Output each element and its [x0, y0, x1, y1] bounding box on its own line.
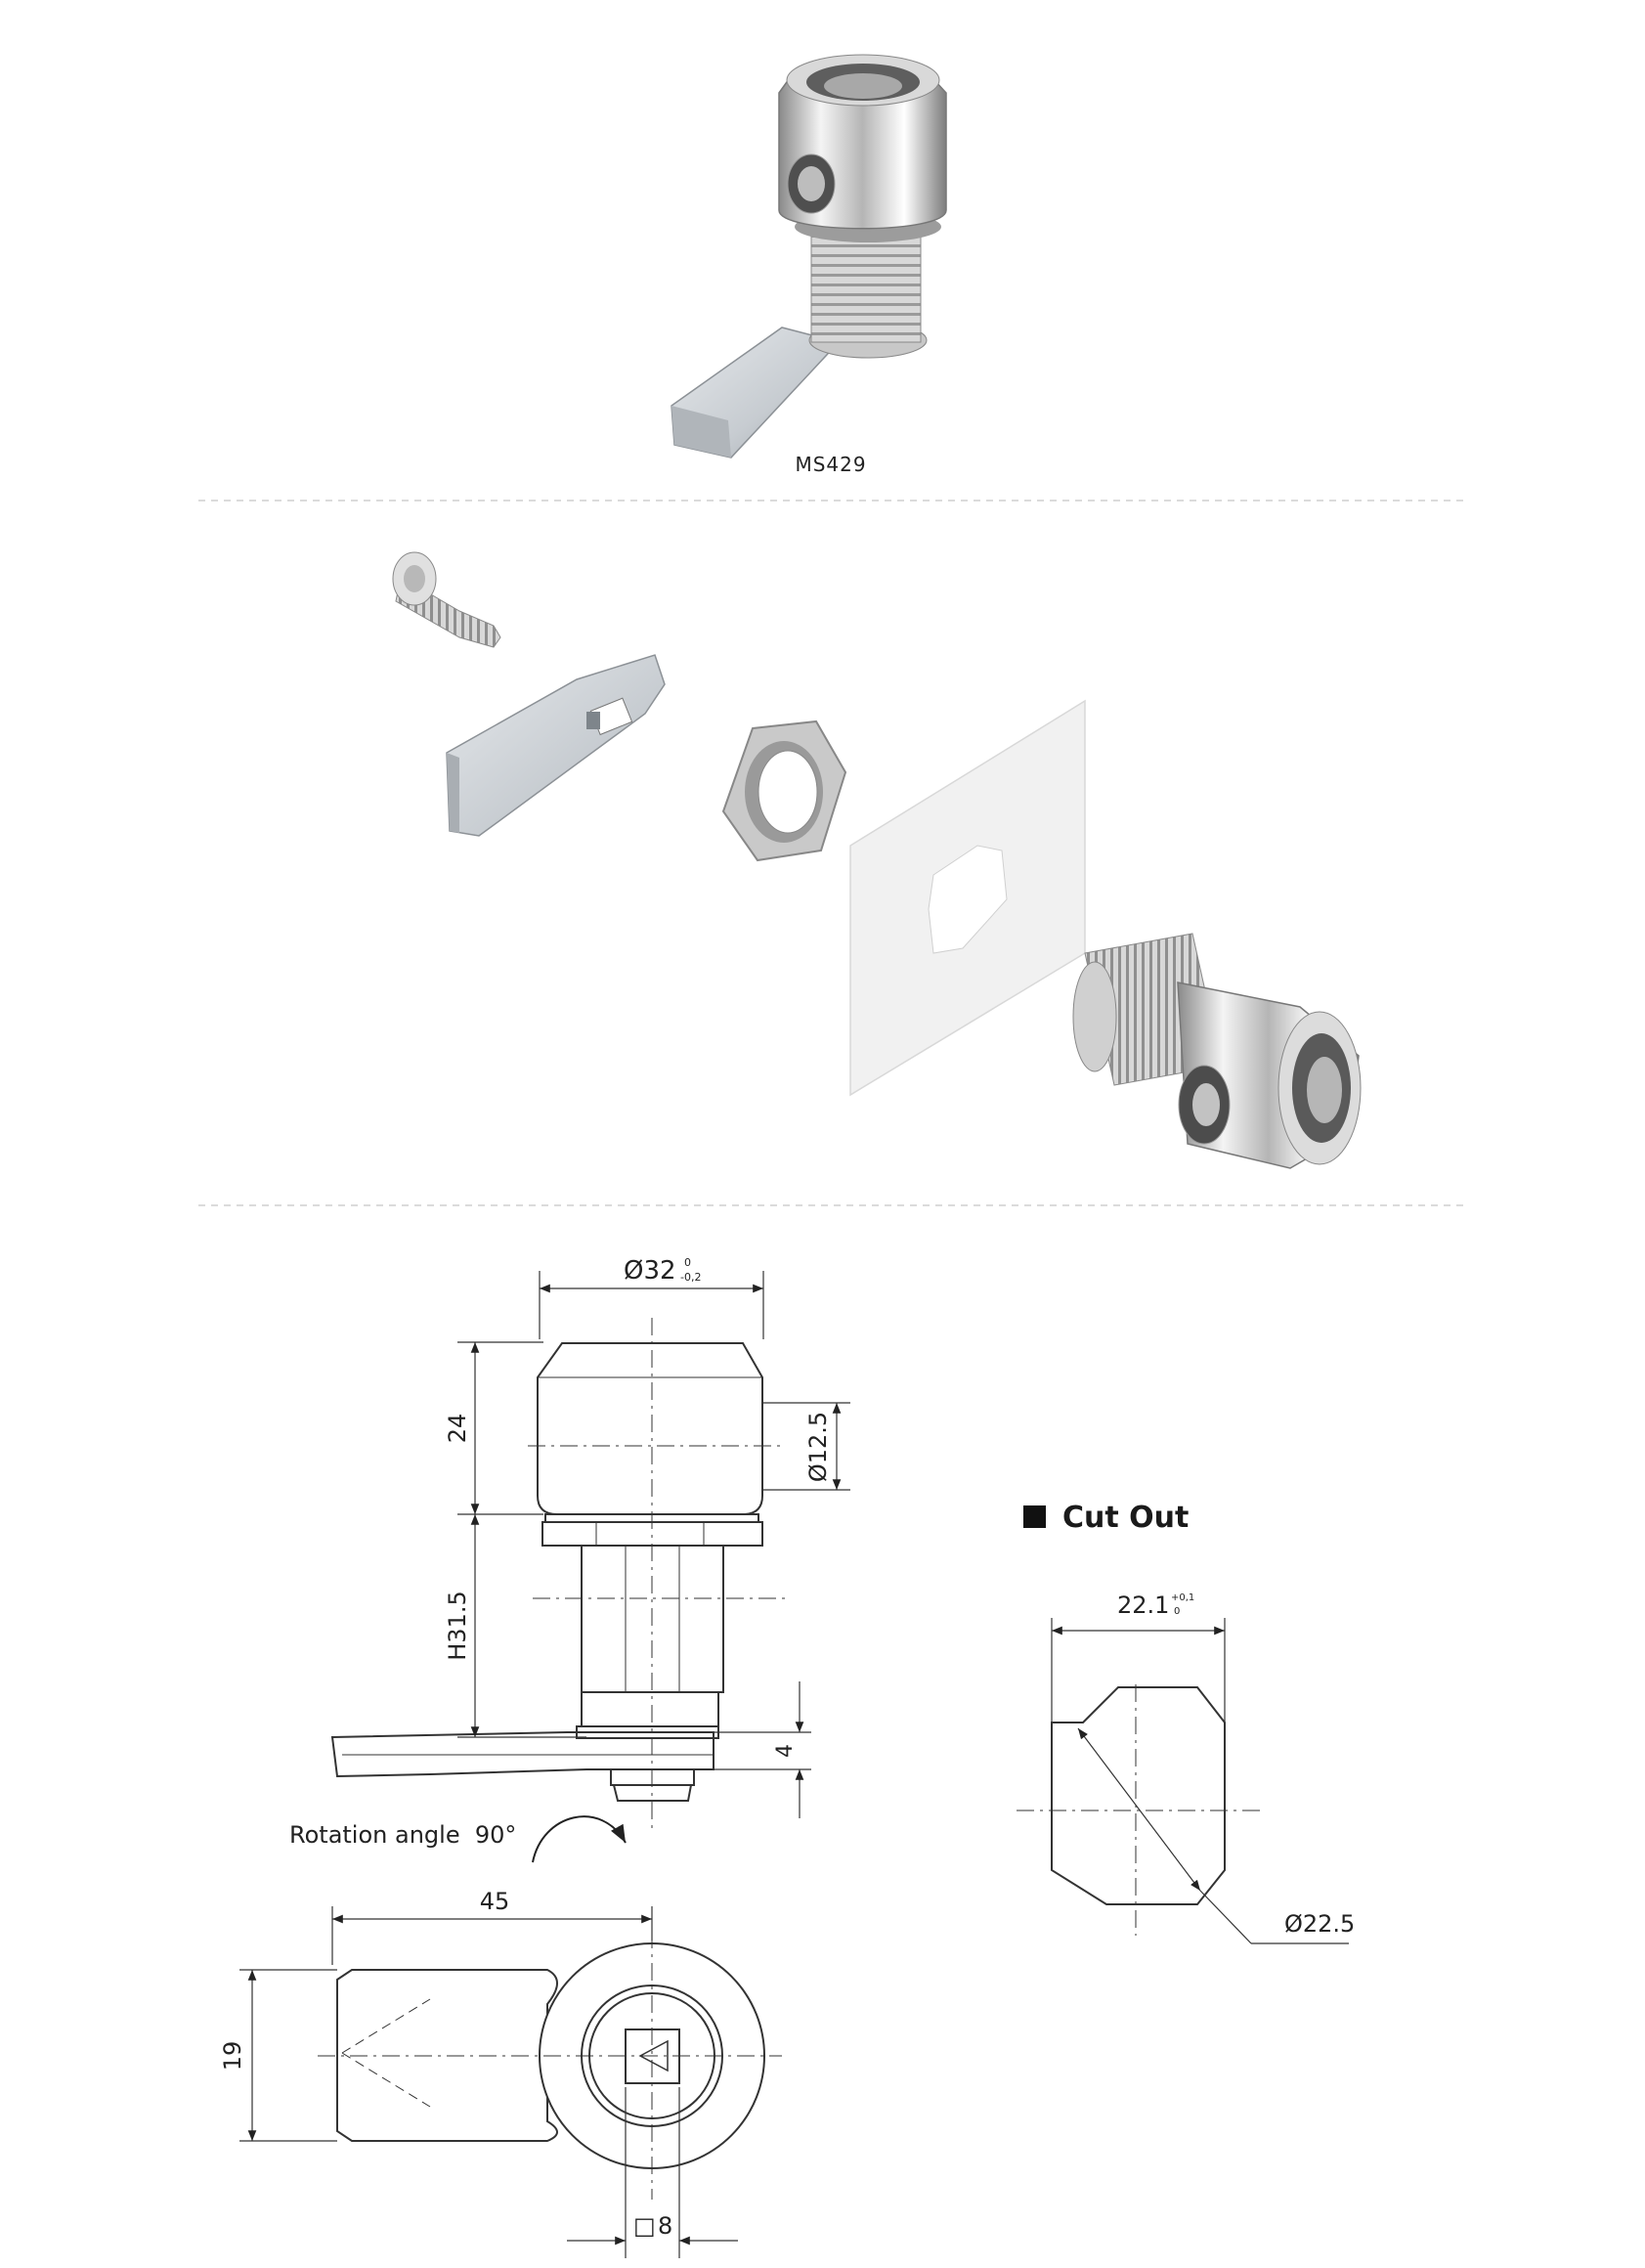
cam-part: [446, 654, 666, 837]
square-drive-symbol: □: [633, 2212, 656, 2240]
head-tolerance-lower: -0,2: [680, 1271, 701, 1284]
panel-part: [849, 699, 1086, 1097]
head-diameter-label: Ø32: [624, 1256, 676, 1286]
cut-out-width-tol-upper: +0,1: [1171, 1592, 1194, 1603]
top-view-drawing: [318, 1931, 782, 2200]
screw-part: [392, 551, 501, 648]
cut-out-dimensions: [1051, 1618, 1349, 1944]
cam-width-label: 19: [219, 2041, 246, 2072]
product-illustration: [671, 54, 947, 458]
cam-thickness-label: 4: [773, 1744, 798, 1758]
rotation-label: Rotation angle 90°: [289, 1821, 516, 1849]
cam-length-label: 45: [480, 1888, 510, 1915]
side-view-drawing: [330, 1318, 787, 1828]
cut-out-width-label: 22.1: [1117, 1592, 1169, 1619]
nut-part: [721, 720, 847, 862]
top-view-dimensions: [239, 1906, 738, 2258]
cut-out-width-tol-lower: 0: [1174, 1606, 1180, 1617]
dimension-lines: [457, 1271, 850, 1818]
cut-out-heading: Cut Out: [1062, 1501, 1189, 1535]
cut-out-drawing: [1017, 1684, 1264, 1936]
rotation-arrow-icon: [532, 1815, 627, 1863]
model-label: MS429: [795, 453, 866, 476]
cut-out-bullet-icon: [1023, 1505, 1046, 1528]
keyhole-diameter-label: Ø12.5: [804, 1412, 832, 1482]
lock-body-part: [1072, 933, 1362, 1169]
head-height-label: 24: [444, 1414, 471, 1444]
head-tolerance-upper: 0: [684, 1256, 691, 1269]
body-height-label: H31.5: [444, 1591, 471, 1660]
square-drive-label: 8: [658, 2212, 672, 2240]
cut-out-diameter-label: Ø22.5: [1284, 1910, 1355, 1938]
exploded-view: [392, 551, 1362, 1169]
